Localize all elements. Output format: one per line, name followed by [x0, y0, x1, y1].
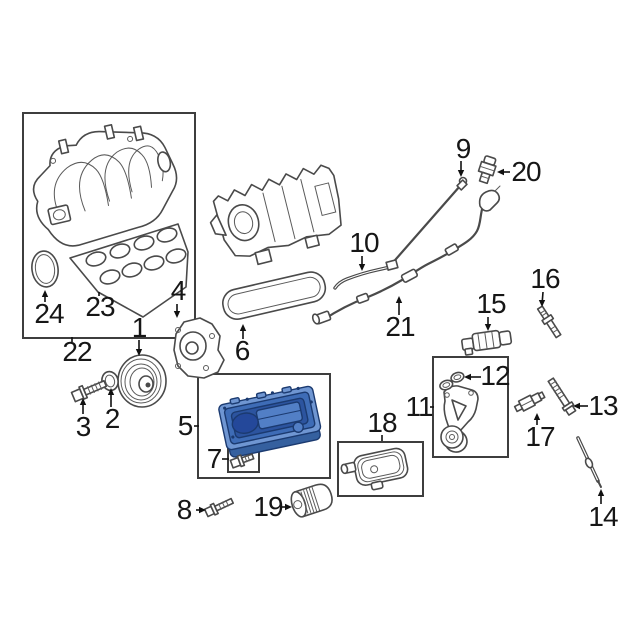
- bolt-drawing-13: [547, 377, 577, 416]
- dipstick-tube-drawing: [576, 436, 602, 488]
- gasket-ring-drawing: [31, 250, 59, 288]
- callout-arrows: [41, 161, 605, 514]
- callout-11: 11: [405, 391, 433, 422]
- crank-pulley-drawing: [117, 354, 167, 408]
- callout-8: 8: [176, 494, 193, 525]
- oil-pan-gasket-drawing: [222, 271, 327, 320]
- group-box-18: [337, 441, 424, 497]
- intake-manifold-drawing: [32, 123, 178, 247]
- oil-pump-drawing: [173, 317, 225, 379]
- callout-17: 17: [525, 421, 555, 452]
- callout-20: 20: [511, 156, 541, 187]
- engine-block-drawing: [209, 164, 342, 266]
- callout-24: 24: [34, 298, 64, 329]
- drain-plug-drawing: [229, 453, 255, 469]
- callout-19: 19: [253, 491, 283, 522]
- bolt-drawing-8: [203, 497, 234, 518]
- adapter-gasket-drawing: [439, 371, 465, 391]
- adapter-bracket-drawing: [440, 385, 479, 453]
- callout-3: 3: [75, 411, 92, 442]
- callout-2: 2: [104, 403, 121, 434]
- callout-21: 21: [385, 311, 415, 342]
- callout-23: 23: [85, 291, 115, 322]
- callout-22: 22: [62, 336, 92, 367]
- callout-1: 1: [131, 312, 148, 343]
- callout-13: 13: [588, 390, 618, 421]
- callout-7: 7: [206, 443, 223, 474]
- callout-9: 9: [455, 133, 472, 164]
- callout-10: 10: [349, 227, 379, 258]
- bolt-drawing-3: [70, 379, 108, 403]
- oil-tube-drawing: [333, 259, 399, 290]
- callout-4: 4: [170, 275, 187, 306]
- dipstick-drawing: [387, 176, 468, 269]
- group-box-22: [22, 112, 196, 339]
- callout-12: 12: [480, 360, 510, 391]
- sensor-drawing-17: [513, 391, 546, 413]
- harness-drawing: [311, 185, 501, 325]
- oil-filter-drawing: [290, 483, 333, 518]
- sensor-drawing-20: [477, 155, 497, 185]
- oil-pan-drawing: [218, 385, 322, 458]
- callout-5: 5: [177, 410, 194, 441]
- callout-14: 14: [588, 501, 618, 532]
- stud-drawing-16: [536, 305, 562, 339]
- callout-18: 18: [367, 407, 397, 438]
- callout-16: 16: [530, 263, 560, 294]
- callout-15: 15: [476, 288, 506, 319]
- oil-cooler-drawing: [340, 447, 409, 491]
- connector-drawing-15: [461, 329, 513, 356]
- callout-6: 6: [234, 335, 251, 366]
- manifold-gasket-drawing: [69, 223, 189, 318]
